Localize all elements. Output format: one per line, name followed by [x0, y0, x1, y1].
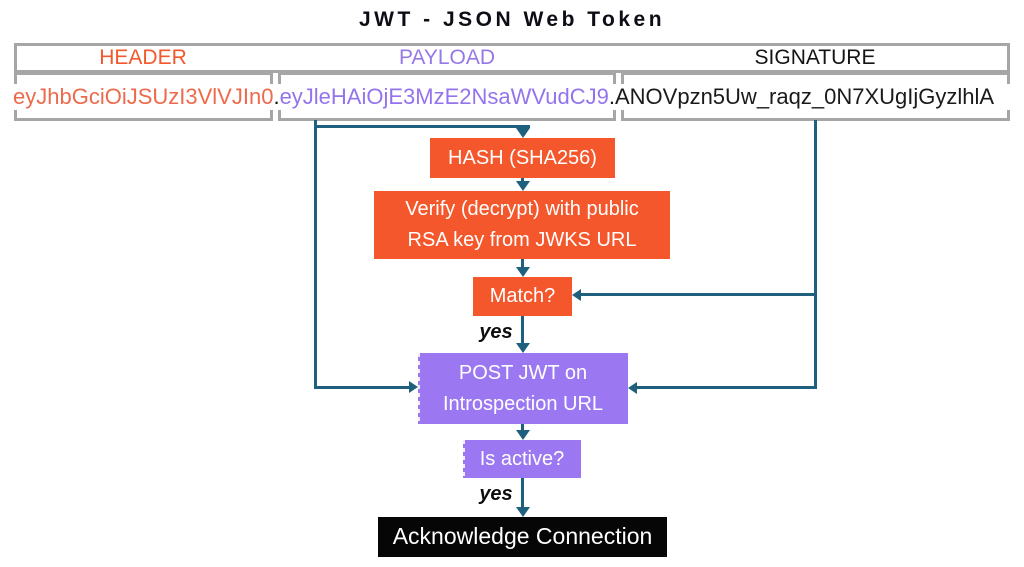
token-strip: eyJhbGciOiJSUzI3VlVJIn0.eyJleHAiOjE3MzE2… — [0, 84, 1024, 110]
connector-left-horizontal-to-hash — [314, 125, 530, 128]
node-verify-decrypt: Verify (decrypt) with public RSA key fro… — [374, 191, 670, 259]
connector-left-vertical — [314, 120, 317, 389]
token-dot-1: . — [273, 84, 280, 109]
yes-label-active: yes — [479, 483, 513, 505]
arrowhead-left-into-match-icon — [572, 289, 581, 301]
connector-hash-to-verify — [521, 177, 524, 182]
page-title: JWT - JSON Web Token — [358, 8, 666, 31]
arrowhead-down-into-active-icon — [516, 430, 530, 440]
connector-right-horizontal-to-match — [581, 293, 817, 296]
connector-post-to-active — [521, 424, 524, 431]
arrowhead-down-into-verify-icon — [516, 181, 530, 191]
token-dot-2: . — [608, 84, 615, 109]
node-post-jwt-introspection: POST JWT on Introspection URL — [418, 353, 628, 424]
connector-left-horizontal-to-post — [314, 386, 410, 389]
arrowhead-down-into-post-icon — [516, 343, 530, 353]
yes-label-match: yes — [479, 321, 513, 343]
node-is-active-question: Is active? — [463, 440, 581, 478]
arrowhead-down-into-hash-icon — [516, 128, 530, 138]
token-payload-text: eyJleHAiOjE3MzE2NsaWVudCJ9 — [279, 84, 609, 109]
node-acknowledge-connection: Acknowledge Connection — [378, 517, 667, 557]
token-header-text: eyJhbGciOiJSUzI3VlVJIn0 — [13, 84, 274, 109]
signature-label: SIGNATURE — [754, 46, 876, 69]
arrowhead-down-into-ack-icon — [516, 507, 530, 517]
arrowhead-right-into-post-icon — [409, 381, 418, 393]
header-label: HEADER — [99, 46, 187, 69]
connector-right-horizontal-to-post — [637, 386, 817, 389]
arrowhead-left-into-post-icon — [628, 382, 637, 394]
node-match-question: Match? — [473, 277, 572, 316]
payload-label: PAYLOAD — [398, 46, 496, 69]
node-hash-sha256: HASH (SHA256) — [430, 138, 615, 178]
labels-box — [14, 43, 1010, 73]
arrowhead-down-into-match-icon — [516, 267, 530, 277]
connector-verify-to-match — [521, 259, 524, 268]
connector-right-vertical — [814, 120, 817, 389]
connector-active-to-ack — [521, 478, 524, 508]
connector-match-to-post — [521, 316, 524, 344]
token-signature-text: ANOVpzn5Uw_raqz_0N7XUgIjGyzlhlA — [614, 84, 995, 109]
